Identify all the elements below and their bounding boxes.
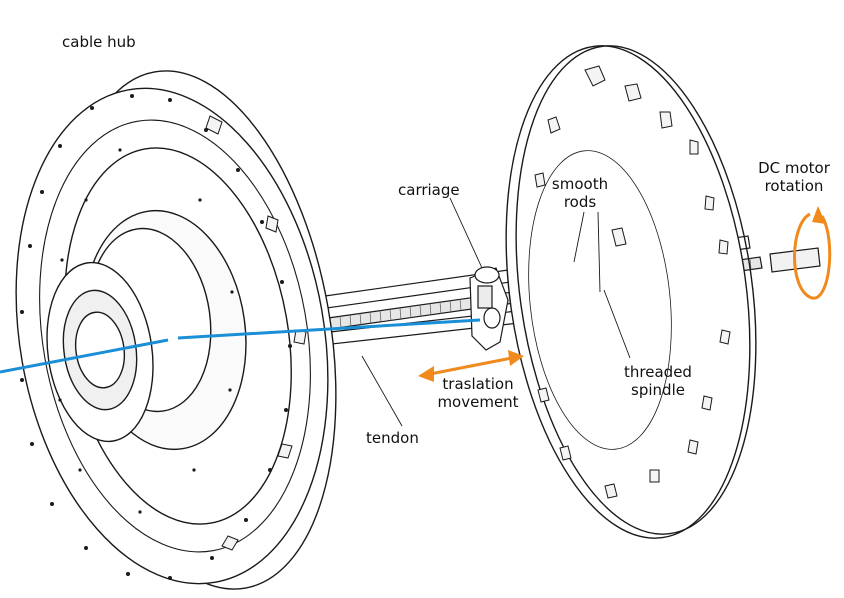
traslation-arrow	[418, 350, 524, 382]
right-disk	[505, 45, 757, 539]
label-threaded-spindle-line1: threaded	[624, 363, 692, 381]
leader-lines	[361, 197, 631, 427]
hub-edge-notches	[205, 115, 307, 551]
label-dc-motor-line2: rotation	[764, 177, 824, 195]
label-threaded-spindle-line2: spindle	[631, 381, 685, 399]
hub-bolt-holes	[20, 94, 292, 580]
label-traslation-line1: traslation	[442, 375, 514, 393]
label-smooth-rods-line2: rods	[563, 193, 597, 211]
label-carriage: carriage	[398, 181, 460, 199]
tendon-cable	[0, 318, 481, 374]
label-tendon: tendon	[366, 429, 419, 447]
cable-hub	[15, 70, 337, 590]
label-traslation-line2: movement	[437, 393, 519, 411]
carriage-block	[469, 266, 509, 351]
label-smooth-rods-line1: smooth	[551, 175, 609, 193]
label-cable-hub: cable hub	[62, 33, 136, 51]
label-dc-motor-line1: DC motor	[758, 159, 830, 177]
rotation-arrow	[793, 206, 832, 300]
right-disk-cutouts	[534, 65, 731, 499]
